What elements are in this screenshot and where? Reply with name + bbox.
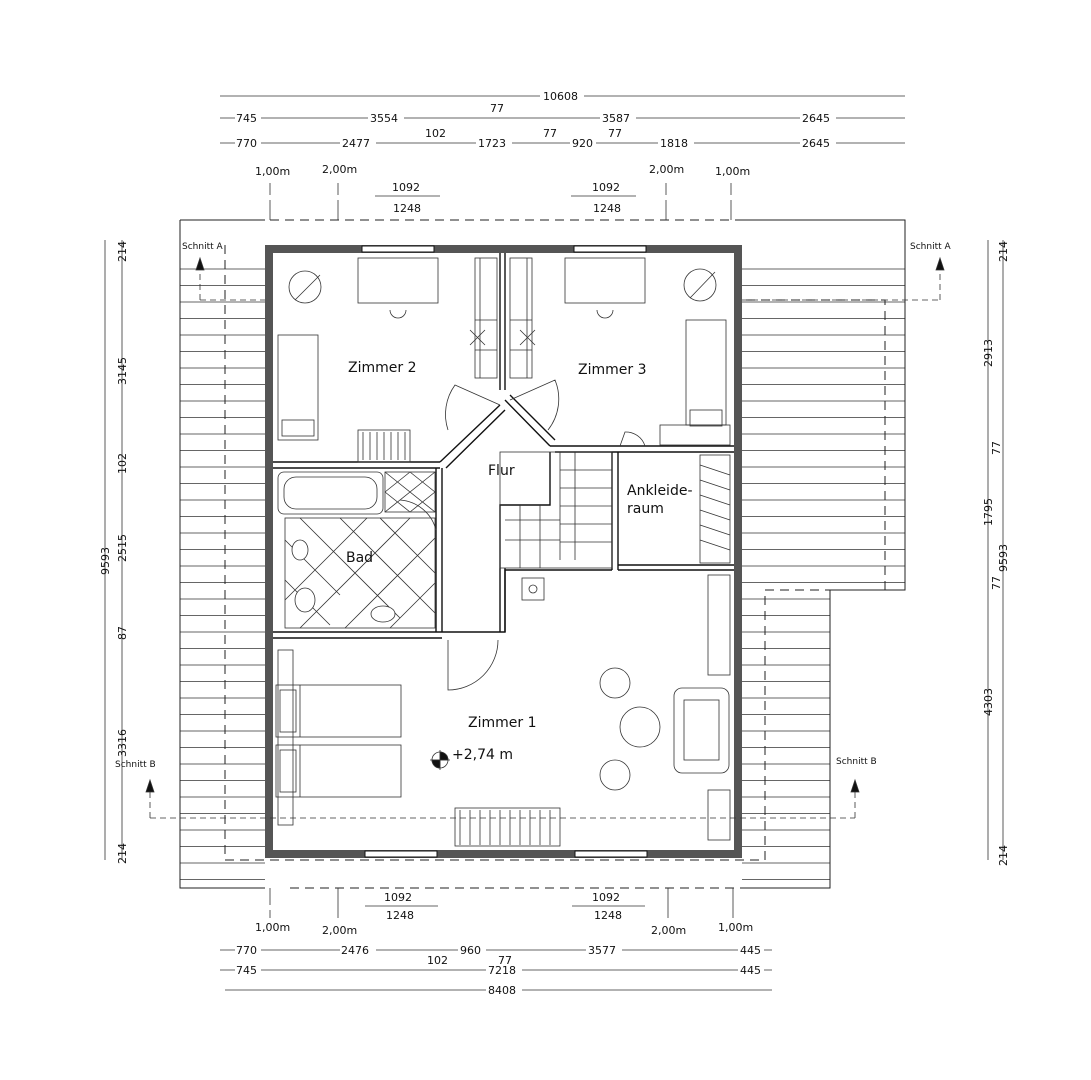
svg-text:77: 77 bbox=[490, 102, 504, 115]
svg-text:10608: 10608 bbox=[543, 90, 578, 103]
room-label-flur: Flur bbox=[488, 463, 515, 479]
svg-text:102: 102 bbox=[427, 954, 448, 967]
section-markers bbox=[145, 256, 945, 819]
svg-text:102: 102 bbox=[425, 127, 446, 140]
svg-text:3554: 3554 bbox=[370, 112, 398, 125]
svg-text:1,00m: 1,00m bbox=[255, 165, 290, 178]
svg-text:3145: 3145 bbox=[116, 357, 129, 385]
svg-text:1,00m: 1,00m bbox=[715, 165, 750, 178]
roof-hatching bbox=[180, 268, 905, 880]
left-dimensions: 9593 214 3145 102 2515 87 3316 214 bbox=[99, 240, 129, 864]
roof-outline-right bbox=[742, 219, 906, 889]
svg-text:2645: 2645 bbox=[802, 112, 830, 125]
svg-text:770: 770 bbox=[236, 944, 257, 957]
svg-text:77: 77 bbox=[608, 127, 622, 140]
svg-text:2,00m: 2,00m bbox=[649, 163, 684, 176]
svg-text:2515: 2515 bbox=[116, 534, 129, 562]
room-label-bad: Bad bbox=[346, 550, 373, 566]
svg-text:920: 920 bbox=[572, 137, 593, 150]
svg-text:1092: 1092 bbox=[592, 891, 620, 904]
svg-text:1092: 1092 bbox=[384, 891, 412, 904]
svg-text:745: 745 bbox=[236, 964, 257, 977]
room-label-ankleide: Ankleide- bbox=[627, 483, 693, 499]
svg-text:1,00m: 1,00m bbox=[718, 921, 753, 934]
outer-walls bbox=[265, 245, 742, 858]
svg-text:1818: 1818 bbox=[660, 137, 688, 150]
svg-text:214: 214 bbox=[997, 241, 1010, 262]
svg-text:2645: 2645 bbox=[802, 137, 830, 150]
svg-text:1092: 1092 bbox=[392, 181, 420, 194]
svg-text:960: 960 bbox=[460, 944, 481, 957]
top-dimensions: 10608 745 3554 77 3587 2645 770 2477 102… bbox=[220, 88, 905, 220]
right-dimensions: 9593 214 2913 77 1795 77 4303 214 bbox=[982, 240, 1010, 866]
furniture bbox=[275, 257, 731, 847]
svg-text:102: 102 bbox=[116, 453, 129, 474]
svg-text:77: 77 bbox=[498, 954, 512, 967]
svg-text:1092: 1092 bbox=[592, 181, 620, 194]
svg-text:1248: 1248 bbox=[386, 909, 414, 922]
svg-text:77: 77 bbox=[543, 127, 557, 140]
svg-text:214: 214 bbox=[997, 845, 1010, 866]
svg-text:9593: 9593 bbox=[997, 544, 1010, 572]
svg-text:2913: 2913 bbox=[982, 339, 995, 367]
doors bbox=[399, 379, 646, 691]
svg-text:770: 770 bbox=[236, 137, 257, 150]
bottom-dimensions: 1092 1248 1092 1248 1,00m 2,00m 2,00m 1,… bbox=[220, 888, 772, 997]
room-label-zimmer-1: Zimmer 1 bbox=[468, 715, 536, 731]
bathroom bbox=[277, 471, 436, 629]
svg-text:3587: 3587 bbox=[602, 112, 630, 125]
section-b-right: Schnitt B bbox=[836, 757, 877, 767]
svg-text:1248: 1248 bbox=[593, 202, 621, 215]
svg-text:3316: 3316 bbox=[116, 729, 129, 757]
roof-outline-left bbox=[179, 219, 265, 889]
svg-text:1,00m: 1,00m bbox=[255, 921, 290, 934]
svg-text:4303: 4303 bbox=[982, 688, 995, 716]
svg-text:3577: 3577 bbox=[588, 944, 616, 957]
interior-walls bbox=[273, 253, 734, 638]
dashed-outline bbox=[224, 245, 886, 861]
svg-text:2,00m: 2,00m bbox=[322, 163, 357, 176]
svg-text:1248: 1248 bbox=[393, 202, 421, 215]
svg-text:214: 214 bbox=[116, 241, 129, 262]
svg-text:745: 745 bbox=[236, 112, 257, 125]
section-b-left: Schnitt B bbox=[115, 760, 156, 770]
svg-text:2477: 2477 bbox=[342, 137, 370, 150]
svg-text:214: 214 bbox=[116, 843, 129, 864]
svg-text:445: 445 bbox=[740, 944, 761, 957]
svg-text:1723: 1723 bbox=[478, 137, 506, 150]
staircase bbox=[499, 451, 613, 569]
svg-text:2,00m: 2,00m bbox=[322, 924, 357, 937]
svg-text:2476: 2476 bbox=[341, 944, 369, 957]
svg-text:87: 87 bbox=[116, 626, 129, 640]
svg-text:77: 77 bbox=[990, 441, 1003, 455]
section-a-left: Schnitt A bbox=[182, 242, 223, 252]
svg-text:2,00m: 2,00m bbox=[651, 924, 686, 937]
svg-text:1248: 1248 bbox=[594, 909, 622, 922]
room-label-zimmer-3: Zimmer 3 bbox=[578, 362, 646, 378]
svg-text:1795: 1795 bbox=[982, 498, 995, 526]
svg-text:77: 77 bbox=[990, 576, 1003, 590]
svg-text:445: 445 bbox=[740, 964, 761, 977]
svg-text:7218: 7218 bbox=[488, 964, 516, 977]
room-label-zimmer-2: Zimmer 2 bbox=[348, 360, 416, 376]
section-a-right: Schnitt A bbox=[910, 242, 951, 252]
room-label-ankleide-raum: raum bbox=[627, 501, 664, 517]
svg-text:9593: 9593 bbox=[99, 547, 112, 575]
svg-text:8408: 8408 bbox=[488, 984, 516, 997]
level-label: +2,74 m bbox=[452, 747, 513, 763]
